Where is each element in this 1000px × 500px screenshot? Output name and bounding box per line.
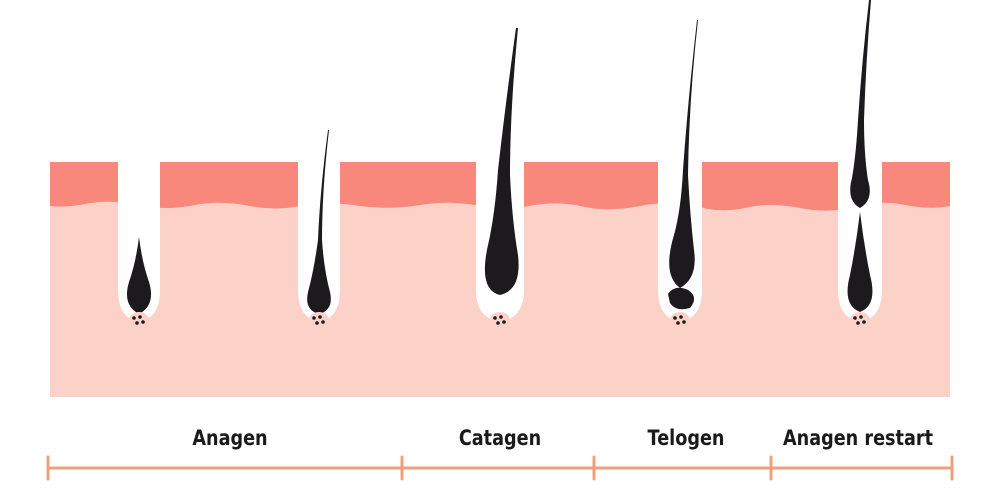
hair-shaft — [484, 28, 519, 295]
papilla-dots — [493, 315, 506, 325]
phase-timeline — [46, 455, 954, 481]
papilla-dots — [132, 315, 145, 325]
hair-shaft — [669, 20, 698, 288]
new-hair-bulb — [847, 212, 873, 312]
follicle-anagen-restart — [838, 0, 882, 328]
hair-shaft — [307, 130, 331, 314]
dermal-papilla — [490, 312, 510, 328]
follicle-anagen-early — [118, 162, 160, 328]
stage-label-anagen: Anagen — [192, 426, 268, 450]
hair-bulb — [126, 237, 152, 314]
follicle-anagen-growing — [298, 130, 340, 328]
follicle-telogen — [658, 20, 702, 328]
papilla-dots — [853, 315, 866, 325]
dermal-papilla — [670, 312, 690, 328]
old-hair-shaft — [850, 0, 871, 208]
papilla-dots — [312, 315, 325, 325]
dermal-papilla — [309, 312, 329, 328]
stage-label-catagen: Catagen — [458, 426, 542, 450]
club-hair-root — [668, 287, 695, 310]
dermal-papilla — [129, 312, 149, 328]
follicle-catagen — [476, 28, 524, 328]
papilla-dots — [673, 315, 686, 325]
stage-label-anagen-restart: Anagen restart — [782, 426, 934, 450]
dermal-papilla — [850, 312, 870, 328]
stage-label-telogen: Telogen — [647, 426, 725, 450]
